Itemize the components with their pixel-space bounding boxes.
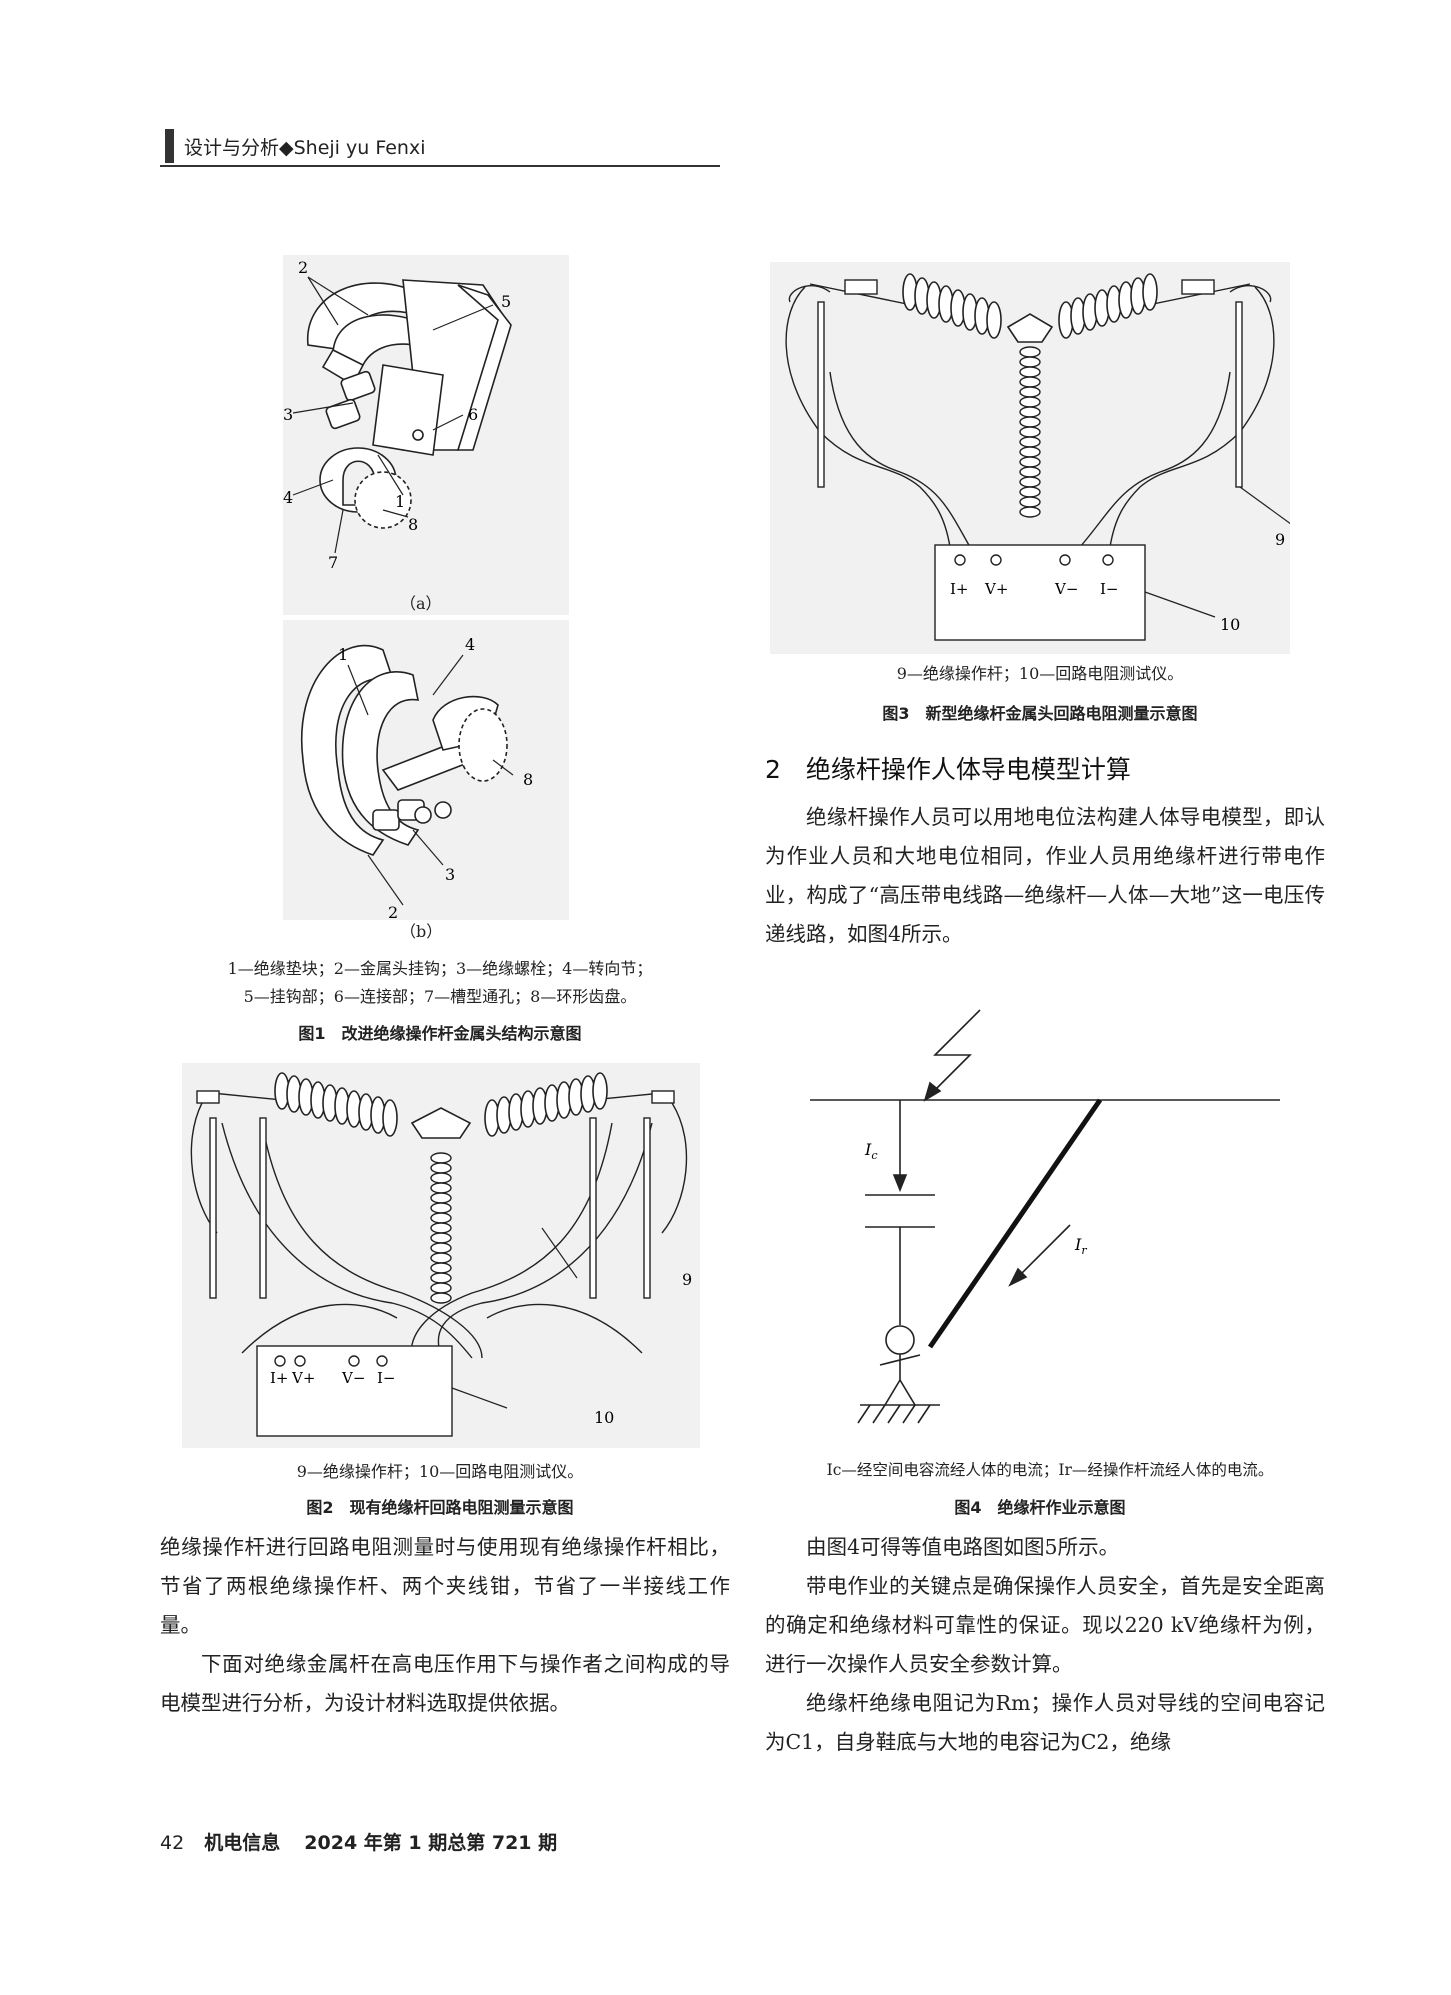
fig1a-callout-7: 7 [328, 553, 338, 572]
fig3-terminal-i-plus: I+ [950, 580, 969, 598]
fig2-callout-9: 9 [682, 1270, 692, 1289]
fig1b-callout-2: 2 [388, 903, 398, 920]
journal-name: 机电信息 [204, 1832, 281, 1854]
fig1b-callout-8: 8 [523, 770, 533, 789]
fig4-label-ic: Ic [864, 1140, 878, 1162]
page-number: 42 [160, 1832, 185, 1854]
right-para-1: 绝缘杆操作人员可以用地电位法构建人体导电模型，即认为作业人员和大地电位相同，作业… [765, 805, 1325, 946]
left-para-1: 绝缘操作杆进行回路电阻测量时与使用现有绝缘操作杆相比，节省了两根绝缘操作杆、两个… [160, 1535, 730, 1637]
figure1b-drawing: 1 4 8 3 2 [300, 635, 533, 920]
fig1-legend-line1: 1—绝缘垫块；2—金属头挂钩；3—绝缘螺栓；4—转向节； [227, 959, 653, 978]
fig2-terminal-v-minus: V− [341, 1369, 365, 1387]
fig2-title: 图2 现有绝缘杆回路电阻测量示意图 [306, 1498, 574, 1517]
right-column-text-bottom: 由图4可得等值电路图如图5所示。 带电作业的关键点是确保操作人员安全，首先是安全… [765, 1528, 1325, 1762]
fig2-terminal-v-plus: V+ [291, 1369, 315, 1387]
fig1a-callout-6: 6 [468, 405, 478, 424]
fig2-terminal-i-minus: I− [377, 1369, 396, 1387]
fig2-legend: 9—绝缘操作杆；10—回路电阻测试仪。 [296, 1462, 584, 1481]
header-bar [165, 129, 174, 163]
fig1b-callout-1: 1 [338, 645, 348, 664]
fig1b-sublabel: （b） [400, 922, 443, 941]
fig1a-callout-2: 2 [298, 258, 308, 277]
right-para-4: 绝缘杆绝缘电阻记为Rm；操作人员对导线的空间电容记为C1，自身鞋底与大地的电容记… [765, 1691, 1325, 1754]
page-footer: 42 机电信息 2024 年第 1 期总第 721 期 [160, 1828, 557, 1855]
fig1a-callout-1: 1 [395, 492, 405, 511]
fig1-legend-line2: 5—挂钩部；6—连接部；7—槽型通孔；8—环形齿盘。 [243, 987, 637, 1006]
fig4-legend: Ic—经空间电容流经人体的电流；Ir—经操作杆流经人体的电流。 [826, 1461, 1274, 1479]
left-para-2: 下面对绝缘金属杆在高电压作用下与操作者之间构成的导电模型进行分析，为设计材料选取… [160, 1652, 730, 1715]
header-rule [160, 165, 720, 167]
fig1b-callout-3: 3 [445, 865, 455, 884]
fig3-terminal-v-plus: V+ [984, 580, 1008, 598]
fig1a-callout-8: 8 [408, 515, 418, 534]
fig3-legend: 9—绝缘操作杆；10—回路电阻测试仪。 [896, 664, 1184, 683]
fig4-label-ir: Ir [1074, 1235, 1087, 1257]
fig1a-callout-4: 4 [283, 488, 293, 507]
fig3-callout-9: 9 [1275, 530, 1285, 549]
fig3-terminal-v-minus: V− [1054, 580, 1078, 598]
figure4-drawing: Ic Ir [810, 1009, 1280, 1424]
fig1-title: 图1 改进绝缘操作杆金属头结构示意图 [298, 1024, 582, 1043]
fig1a-callout-5: 5 [501, 292, 511, 311]
figure1a-drawing: 2 5 3 6 4 1 8 7 [283, 258, 512, 572]
section-title: 2 绝缘杆操作人体导电模型计算 [765, 755, 1131, 784]
fig3-title: 图3 新型绝缘杆金属头回路电阻测量示意图 [882, 704, 1198, 723]
figure2-drawing: I+ V+ V− I− 9 10 [190, 1072, 692, 1437]
right-column-text-top: 绝缘杆操作人员可以用地电位法构建人体导电模型，即认为作业人员和大地电位相同，作业… [765, 798, 1325, 954]
header-text: 设计与分析◆Sheji yu Fenxi [184, 136, 426, 159]
right-para-2: 由图4可得等值电路图如图5所示。 [806, 1535, 1120, 1559]
left-column-text: 绝缘操作杆进行回路电阻测量时与使用现有绝缘操作杆相比，节省了两根绝缘操作杆、两个… [160, 1528, 730, 1723]
running-header: 设计与分析◆Sheji yu Fenxi [165, 128, 425, 164]
figure3-drawing: I+ V+ V− I− 9 10 [785, 273, 1290, 641]
fig1b-callout-4: 4 [465, 635, 475, 654]
fig3-terminal-i-minus: I− [1100, 580, 1119, 598]
fig2-terminal-i-plus: I+ [270, 1369, 289, 1387]
journal-issue: 2024 年第 1 期总第 721 期 [304, 1832, 558, 1854]
fig4-title: 图4 绝缘杆作业示意图 [954, 1498, 1126, 1517]
fig4-insulating-rod [927, 1098, 1103, 1349]
fig3-callout-10: 10 [1220, 615, 1240, 634]
fig2-callout-10: 10 [594, 1408, 614, 1427]
fig1a-callout-3: 3 [283, 405, 293, 424]
fig1a-sublabel: （a） [400, 594, 442, 613]
right-para-3: 带电作业的关键点是确保操作人员安全，首先是安全距离的确定和绝缘材料可靠性的保证。… [765, 1574, 1325, 1676]
